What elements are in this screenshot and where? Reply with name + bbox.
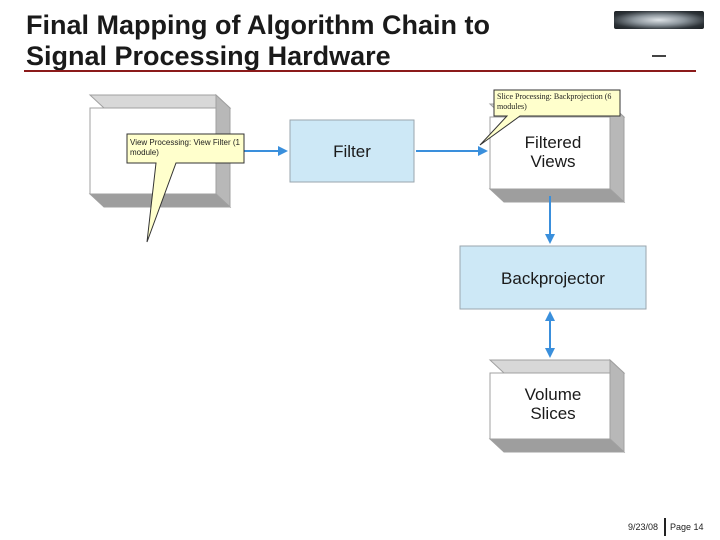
volume-slices-label-line2: Slices <box>530 404 575 423</box>
footer-page-number: Page 14 <box>670 522 704 532</box>
volume-slices-box: Volume Slices <box>488 358 626 454</box>
callout-slice-processing <box>479 89 621 146</box>
logo-mark <box>652 55 666 57</box>
backprojector-label: Backprojector <box>501 269 605 288</box>
volume-slices-label-line1: Volume <box>525 385 582 404</box>
callout-view-processing <box>126 133 245 243</box>
footer-date: 9/23/08 <box>627 522 658 532</box>
filtered-views-label-line2: Views <box>530 152 575 171</box>
filter-box: Filter <box>289 119 415 183</box>
slide-title-line2: Signal Processing Hardware <box>26 41 391 71</box>
footer-separator <box>664 518 666 536</box>
filtered-views-box: Filtered Views <box>488 102 626 204</box>
filtered-views-label-line1: Filtered <box>525 133 582 152</box>
filter-label: Filter <box>333 142 371 161</box>
slide-title-line1: Final Mapping of Algorithm Chain to <box>26 10 490 40</box>
callout-view-text: View Processing: View Filter (1 module) <box>130 138 240 157</box>
callout-slice-text: Slice Processing: Backprojection (6 modu… <box>497 92 612 111</box>
slide-title: Final Mapping of Algorithm Chain to Sign… <box>26 10 586 72</box>
logo-image <box>614 11 704 29</box>
title-rule <box>24 70 696 72</box>
backprojector-box: Backprojector <box>459 245 647 310</box>
